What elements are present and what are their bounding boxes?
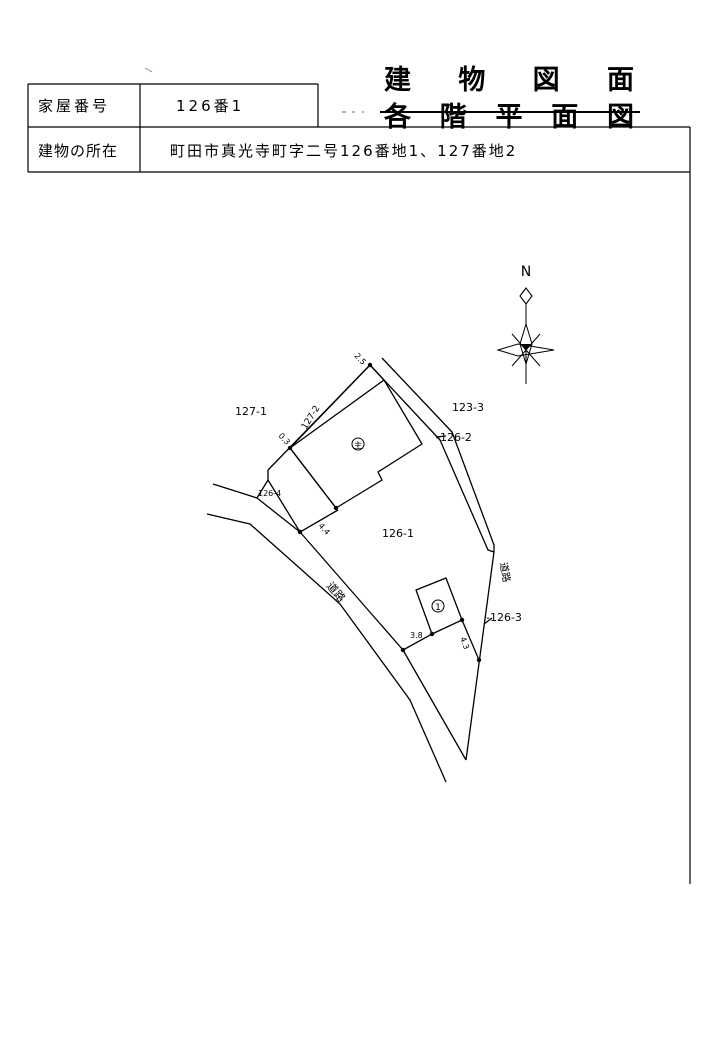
survey-point xyxy=(333,505,339,511)
parcel-label: 127-1 xyxy=(235,405,267,418)
north-label: N xyxy=(521,264,531,280)
annex-building-icon xyxy=(431,599,445,613)
title-char: 各 xyxy=(384,102,411,133)
road-right-edge-inner xyxy=(369,364,495,553)
title-main: 建 物 図 面 xyxy=(384,58,634,97)
title-char: 物 xyxy=(458,65,486,96)
dimension-label: 2.5 xyxy=(353,351,368,366)
title-char: 面 xyxy=(551,102,579,133)
title-struck: 各 階 平 面 図 xyxy=(380,95,640,134)
survey-point xyxy=(297,529,303,535)
location-value: 町田市真光寺町字二号126番地1、127番地2 xyxy=(170,142,518,160)
parcel-label: -126-3 xyxy=(486,611,522,624)
road-right-edge-outer xyxy=(381,357,495,552)
title-char: 面 xyxy=(606,65,634,96)
strikethrough-line xyxy=(380,111,640,113)
road-label: 道路 xyxy=(497,561,513,583)
parcel-boundary xyxy=(299,509,339,533)
survey-point xyxy=(459,617,465,623)
house-number-label: 家屋番号 xyxy=(38,97,111,115)
survey-point xyxy=(476,657,482,663)
parcel-boundary-east xyxy=(465,551,495,761)
dimension-label: 0.3 xyxy=(277,431,292,446)
survey-point xyxy=(367,362,373,368)
survey-point xyxy=(429,631,435,637)
survey-point xyxy=(400,647,406,653)
title-char: 図 xyxy=(532,65,560,96)
dimension-label: 3.8 xyxy=(410,631,423,640)
dimension-line xyxy=(289,364,371,449)
title-char: 階 xyxy=(439,102,467,133)
dimension-label: 4.3 xyxy=(458,636,471,651)
parcel-label: -126-2 xyxy=(436,431,472,444)
parcel-label: 126-1 xyxy=(382,527,414,540)
leader-line xyxy=(483,617,493,625)
parcel-boundary xyxy=(267,470,301,533)
annex-building-symbol: 1 xyxy=(435,603,441,613)
location-label: 建物の所在 xyxy=(38,142,119,160)
main-building-icon xyxy=(351,437,365,451)
survey-point xyxy=(287,445,293,451)
title-char: 図 xyxy=(607,102,634,133)
title-char: 建 xyxy=(384,65,411,96)
building-wall xyxy=(289,447,337,509)
document-title: 建 物 図 面 各 階 平 面 図 xyxy=(380,58,640,134)
dimension-line xyxy=(369,364,385,381)
dimension-label: 4.4 xyxy=(317,521,332,536)
road-edge-lower xyxy=(206,513,447,783)
house-number-value: 126番1 xyxy=(176,97,245,115)
north-arrow-icon: N xyxy=(496,264,555,384)
main-building-symbol: 主 xyxy=(354,440,362,450)
title-char: 平 xyxy=(495,102,523,133)
parcel-label: 123-3 xyxy=(452,401,484,414)
parcel-label: 126-4 xyxy=(258,489,281,498)
dimension-line xyxy=(402,633,433,651)
dimension-line xyxy=(461,619,480,661)
parcel-boundary xyxy=(256,479,269,499)
leader-line xyxy=(435,435,447,438)
